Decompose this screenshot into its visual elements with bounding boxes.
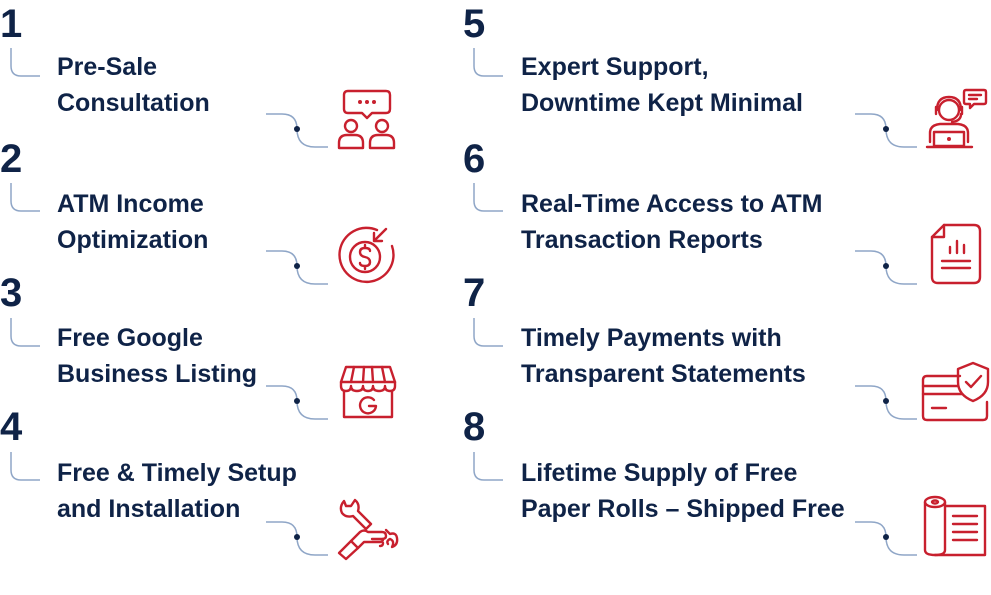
item-number: 2 [0, 137, 22, 181]
secure-payment-icon [921, 361, 990, 422]
google-store-icon [339, 365, 397, 419]
item-label: ATM Income Optimization [57, 186, 208, 258]
item-label-line2: Optimization [57, 226, 209, 254]
number-connector [473, 48, 503, 77]
icon-connector [266, 385, 328, 420]
item-label-line2: Downtime Kept Minimal [521, 89, 803, 117]
item-label-line2: Transaction Reports [521, 226, 763, 254]
item-number: 8 [463, 405, 485, 449]
paper-roll-icon [923, 495, 987, 557]
item-label: Pre-Sale Consultation [57, 49, 210, 121]
item-label: Free & Timely Setup and Installation [57, 455, 297, 527]
icon-connector [855, 113, 917, 148]
consultation-icon [337, 89, 396, 150]
item-label-line1: Real-Time Access to ATM [521, 190, 823, 218]
item-label: Real-Time Access to ATM Transaction Repo… [521, 186, 822, 258]
item-label-line2: Transparent Statements [521, 360, 806, 388]
item-label: Free Google Business Listing [57, 320, 257, 392]
icon-connector [266, 521, 328, 556]
wrench-hand-icon [337, 498, 399, 561]
item-label-line1: Free Google [57, 324, 203, 352]
item-number: 3 [0, 271, 22, 315]
number-connector [473, 452, 503, 481]
item-label-line2: Consultation [57, 89, 210, 117]
item-number: 7 [463, 271, 485, 315]
item-label-line1: ATM Income [57, 190, 204, 218]
support-agent-icon [925, 88, 988, 149]
item-label-line1: Pre-Sale [57, 53, 158, 81]
item-label-line1: Lifetime Supply of Free [521, 459, 798, 487]
icon-connector [266, 250, 328, 285]
icon-connector [855, 521, 917, 556]
icon-connector [855, 385, 917, 420]
item-label-line2: Business Listing [57, 360, 258, 388]
item-label: Timely Payments with Transparent Stateme… [521, 320, 806, 392]
item-label-line1: Free & Timely Setup [57, 459, 297, 487]
number-connector [10, 48, 40, 77]
income-dollar-icon [338, 226, 395, 284]
icon-connector [855, 250, 917, 285]
item-label-line1: Expert Support, [521, 53, 709, 81]
item-label-line2: Paper Rolls – Shipped Free [521, 495, 845, 523]
number-connector [10, 183, 40, 212]
item-label-line2: and Installation [57, 495, 241, 523]
item-number: 5 [463, 2, 485, 46]
item-number: 6 [463, 137, 485, 181]
icon-connector [266, 113, 328, 148]
number-connector [10, 452, 40, 481]
item-label-line1: Timely Payments with [521, 324, 782, 352]
item-number: 1 [0, 2, 22, 46]
report-document-icon [930, 223, 982, 285]
number-connector [10, 318, 40, 347]
item-label: Expert Support, Downtime Kept Minimal [521, 49, 803, 121]
item-number: 4 [0, 405, 22, 449]
item-label: Lifetime Supply of Free Paper Rolls – Sh… [521, 455, 845, 527]
number-connector [473, 318, 503, 347]
number-connector [473, 183, 503, 212]
